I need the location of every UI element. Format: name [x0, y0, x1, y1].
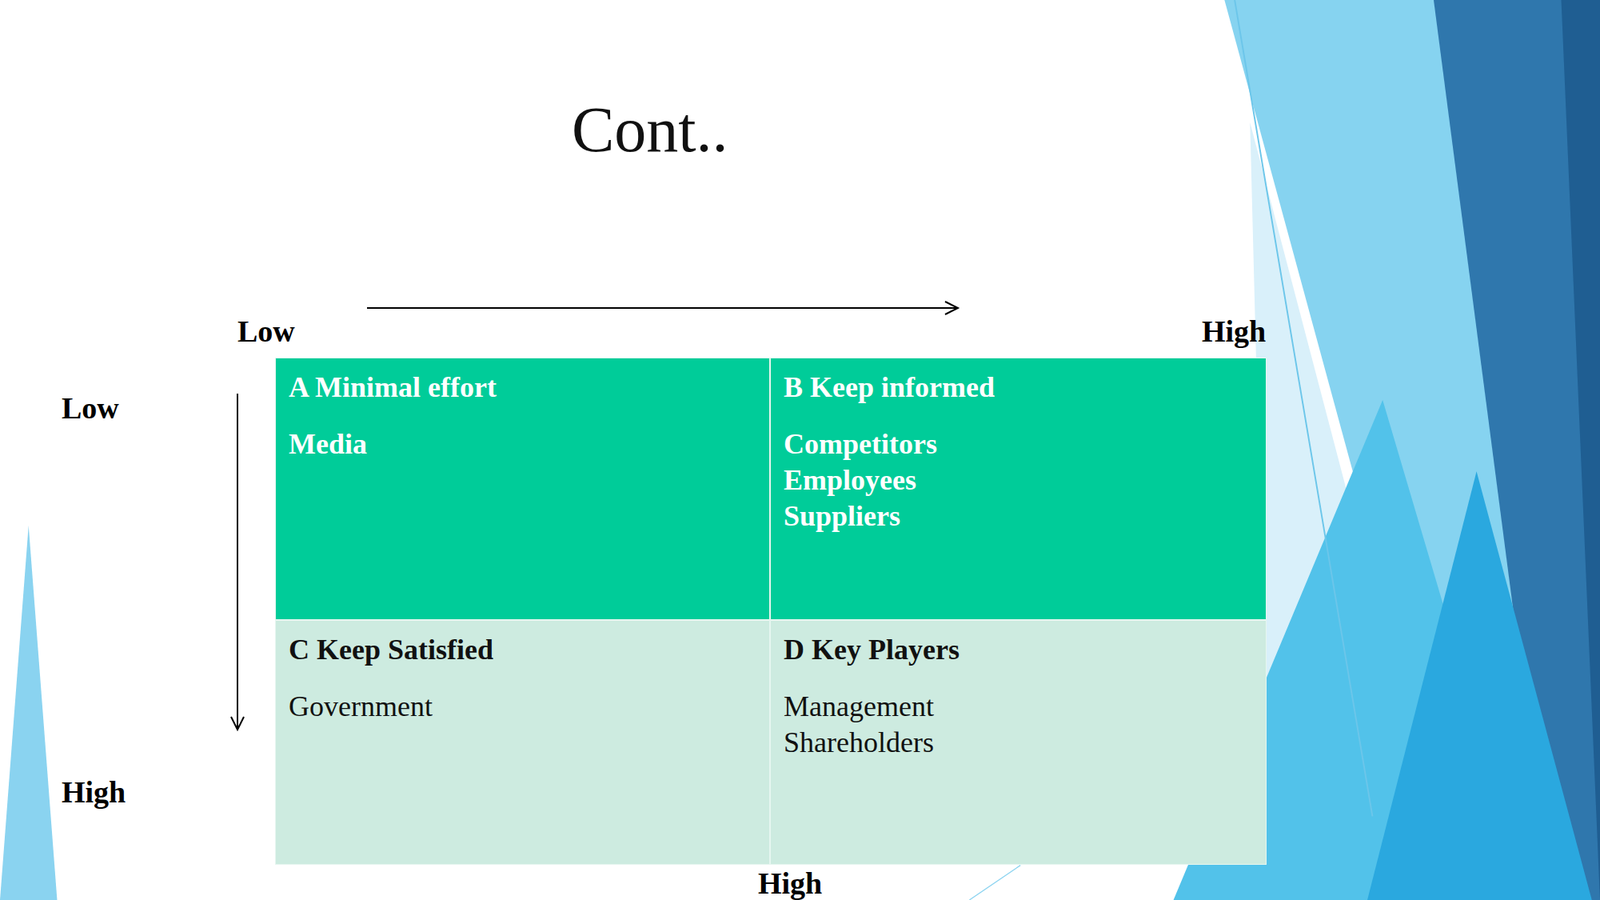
quadrant-heading: A Minimal effort [288, 369, 757, 406]
matrix-quadrant: D Key PlayersManagementShareholders [770, 619, 1267, 865]
axis-label: High [758, 865, 822, 900]
quadrant-heading: C Keep Satisfied [288, 631, 757, 668]
bg-line [969, 865, 1021, 900]
axis-label: High [61, 774, 126, 810]
axis-label: Low [61, 390, 120, 426]
slide-title: Cont.. [571, 92, 729, 167]
quadrant-heading: D Key Players [783, 631, 1253, 668]
bg-triangle [1367, 470, 1593, 900]
axis-label: High [1201, 313, 1266, 349]
stakeholder-name: Media [288, 426, 757, 463]
axis-label: Low [237, 313, 296, 349]
arrow-head [945, 301, 958, 315]
stakeholder-name: Employees [783, 462, 1253, 499]
stakeholder-name: Competitors [783, 426, 1253, 463]
bg-triangle [0, 525, 57, 900]
matrix-quadrant: B Keep informedCompetitorsEmployeesSuppl… [770, 357, 1267, 620]
horizontal-axis [367, 307, 958, 309]
quadrant-heading: B Keep informed [783, 369, 1253, 406]
matrix-quadrant: C Keep SatisfiedGovernment [275, 619, 771, 865]
stakeholder-name: Management [783, 688, 1253, 725]
stakeholder-name: Government [288, 688, 757, 725]
stakeholder-name: Suppliers [783, 498, 1253, 535]
arrow-head [231, 716, 244, 730]
matrix-quadrant: A Minimal effortMedia [275, 357, 771, 620]
stakeholder-name: Shareholders [783, 724, 1253, 761]
bg-triangle [1561, 0, 1600, 900]
vertical-axis [236, 393, 239, 730]
